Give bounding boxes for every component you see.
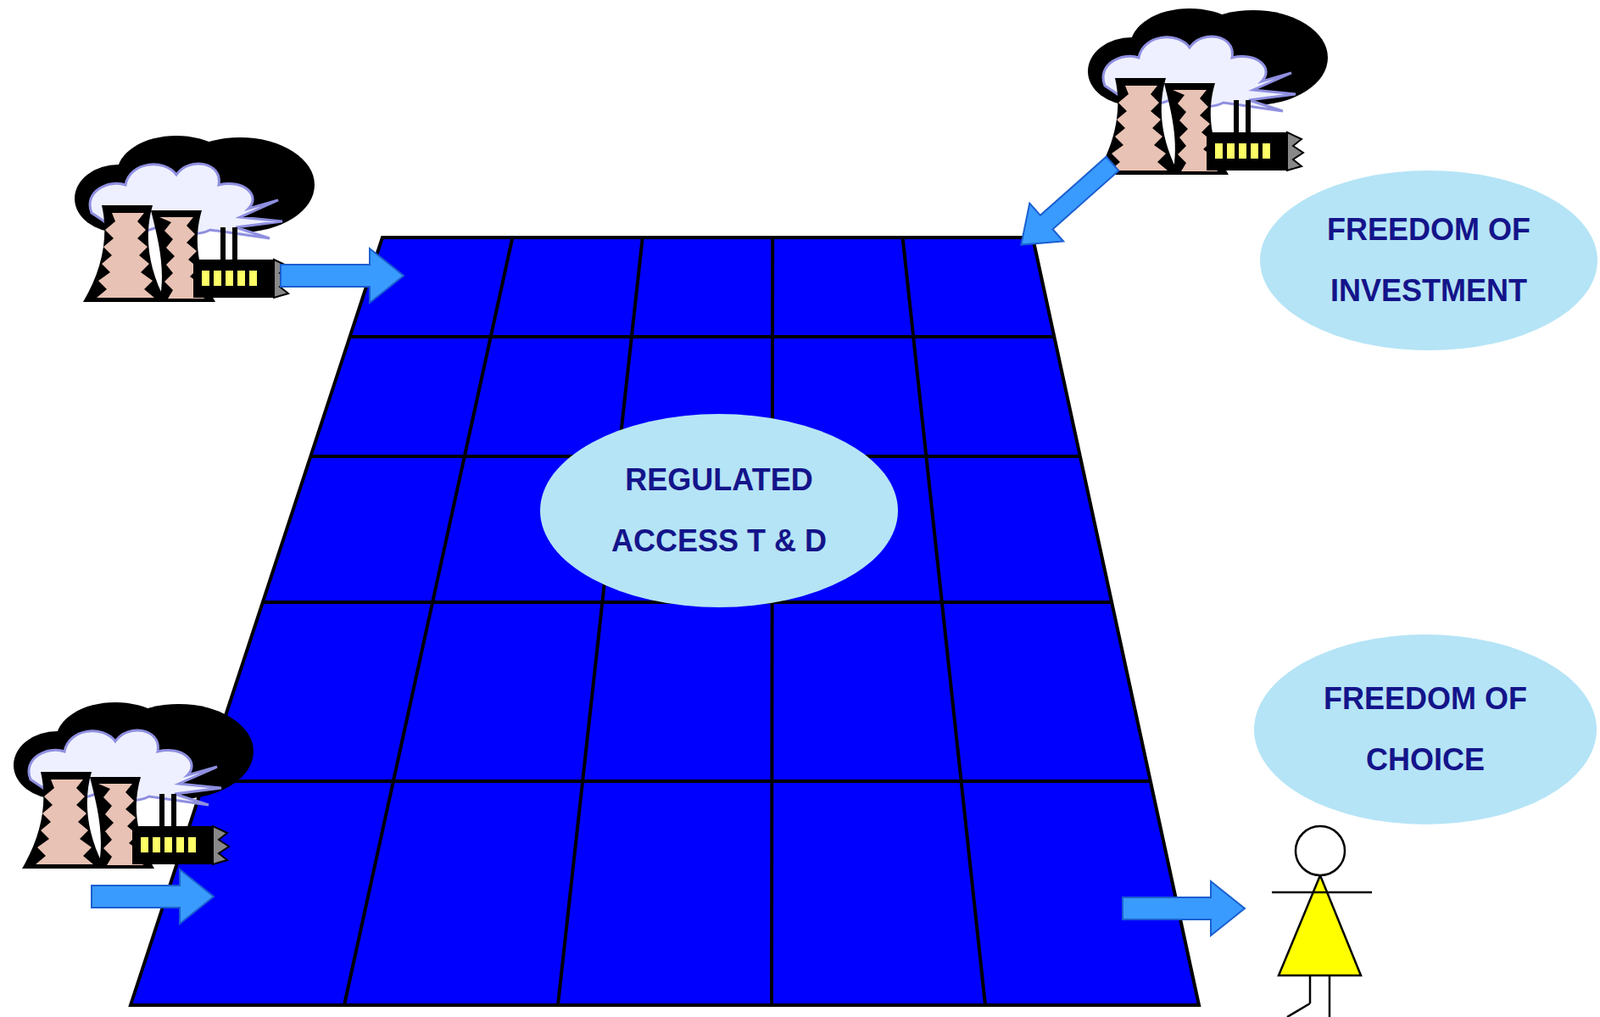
node-label: FREEDOM OF INVESTMENT: [1305, 199, 1552, 322]
ellipse-outline: [540, 413, 898, 608]
node-text-group: REGULATED ACCESS T & D: [574, 449, 864, 572]
ellipse-node: FREEDOM OF INVESTMENT: [1259, 170, 1598, 351]
power-plant: [13, 702, 254, 869]
node-text-group: FREEDOM OF CHOICE: [1302, 668, 1549, 791]
flow-arrow: [1122, 880, 1245, 936]
ellipse-node: REGULATED ACCESS T & D: [540, 413, 898, 608]
flow-arrow: [280, 248, 404, 303]
node-label: FREEDOM OF CHOICE: [1302, 668, 1549, 791]
power-plant: [1087, 8, 1328, 175]
node-label: REGULATED ACCESS T & D: [574, 449, 864, 572]
node-text-group: FREEDOM OF INVESTMENT: [1305, 199, 1552, 322]
flow-arrow: [1003, 144, 1130, 264]
grid: [130, 237, 1199, 1005]
ellipse-outline: [1259, 170, 1598, 351]
ellipse-outline: [1254, 634, 1597, 825]
consumer-figure: [1271, 825, 1372, 1017]
flow-arrow: [91, 869, 214, 924]
ellipse-node: FREEDOM OF CHOICE: [1254, 634, 1597, 825]
power-plant: [74, 135, 315, 302]
